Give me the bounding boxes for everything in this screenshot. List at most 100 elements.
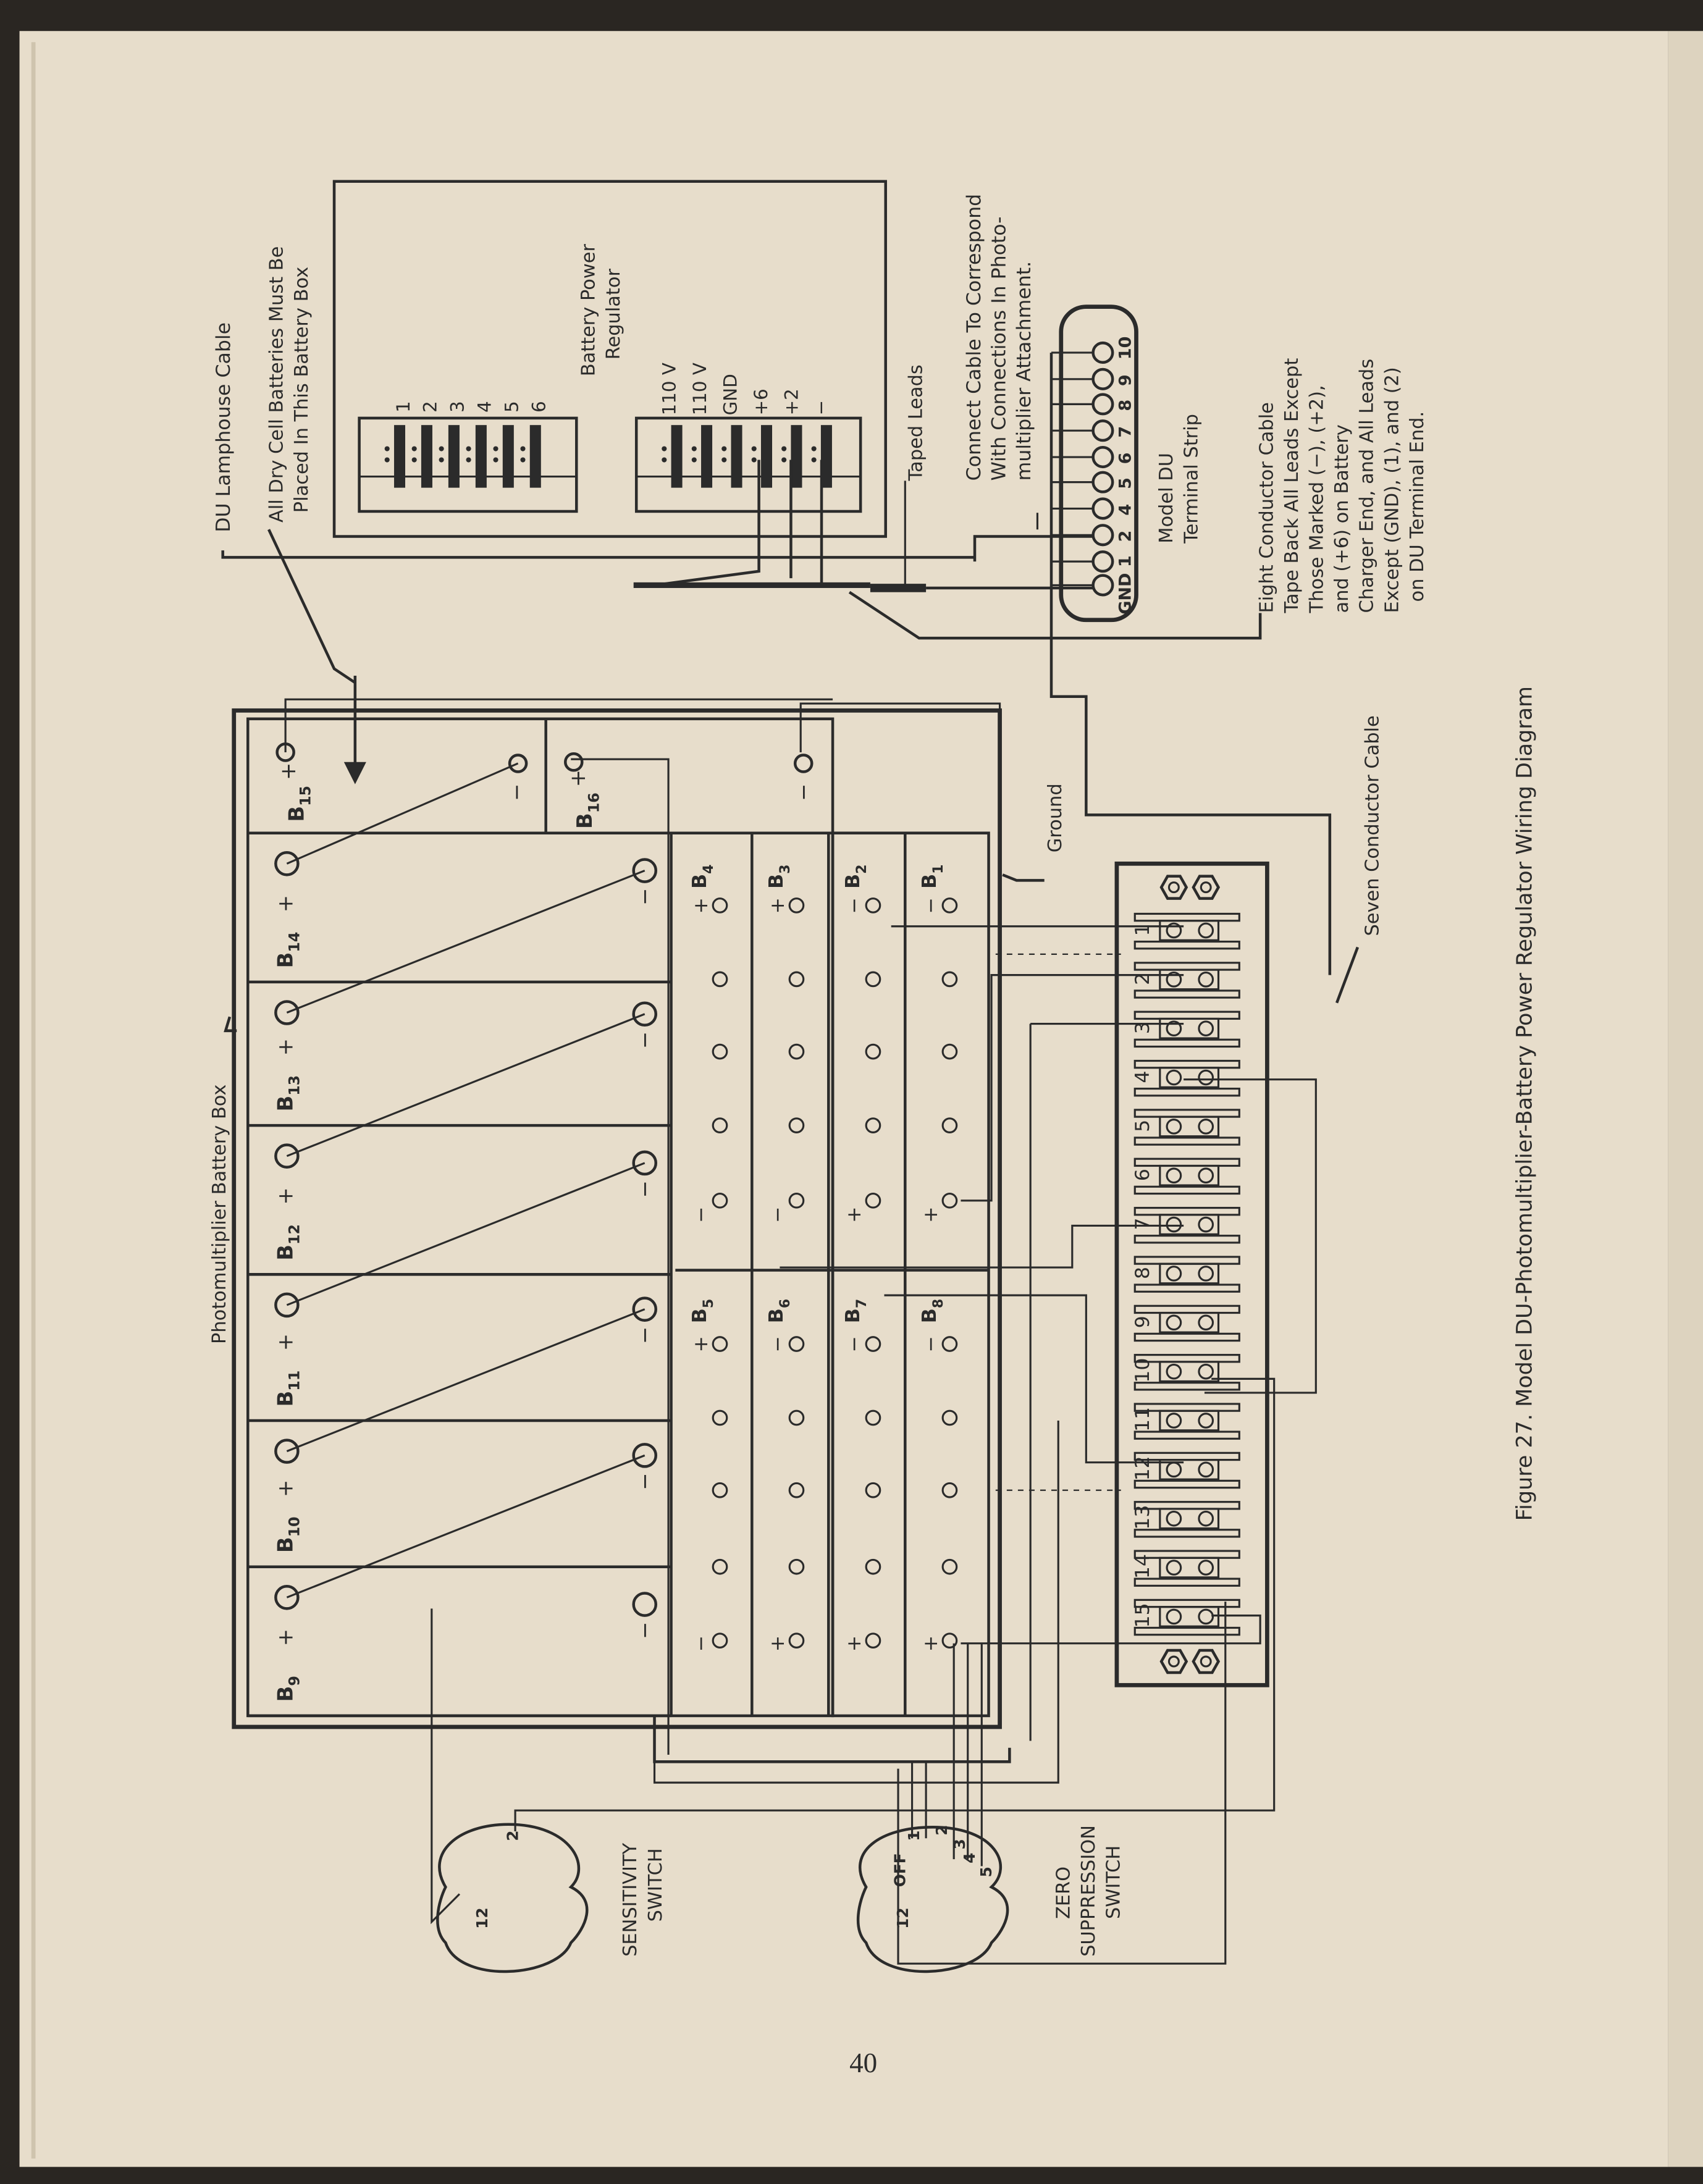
cell-contact <box>788 1409 805 1426</box>
cell-letter: B <box>273 952 297 968</box>
dry-cell-note-line-1: All Dry Cell Batteries Must Be <box>266 246 288 523</box>
cell-label: B3 <box>765 864 793 888</box>
cell-letter: B <box>273 1391 297 1407</box>
sensitivity-switch-label-1: SENSITIVITY <box>620 1842 641 1956</box>
zero-position-label: OFF <box>891 1853 909 1887</box>
screw-terminal <box>1198 1363 1214 1380</box>
cell-letter: B <box>765 1308 788 1323</box>
terminal-number: 4 <box>1132 1070 1154 1083</box>
cell-contact <box>865 897 881 914</box>
screw-terminal <box>1198 1461 1214 1478</box>
regulator-terminal-label: 2 <box>420 401 441 413</box>
eight-conductor-note-line: Tape Back All Leads Except <box>1281 358 1303 614</box>
eight-conductor-note-line: Those Marked (−), (+2), <box>1306 385 1328 613</box>
cell-contact <box>788 1558 805 1575</box>
cell-contact <box>941 1482 958 1498</box>
terminal-number: 14 <box>1132 1554 1154 1579</box>
cell-number: 1 <box>930 864 946 873</box>
cell-contact <box>941 897 958 914</box>
cell-contact <box>865 1632 881 1649</box>
cell-contact <box>865 1192 881 1209</box>
cell-letter: B <box>689 874 711 889</box>
regulator-terminal-label: 6 <box>529 401 550 413</box>
cell-letter: B <box>273 1686 297 1702</box>
connect-note-line-1: Connect Cable To Correspond <box>963 194 985 481</box>
cell-letter: B <box>273 1096 297 1112</box>
polarity-sign: − <box>843 897 865 914</box>
cell-number: 10 <box>286 1516 303 1537</box>
negative-terminal <box>632 1296 658 1322</box>
cell-contact <box>712 1632 728 1649</box>
screw-terminal <box>1166 972 1182 988</box>
screw-terminal <box>1166 1314 1182 1331</box>
cell-contact <box>941 971 958 988</box>
screw-terminal <box>1198 972 1214 988</box>
cell-contact <box>712 1043 728 1060</box>
terminal-number: 13 <box>1132 1505 1154 1530</box>
minus-sign: − <box>633 1622 657 1639</box>
cell-contact <box>865 1409 881 1426</box>
mounting-screw-icon <box>1192 875 1221 900</box>
battery-box-label: Photomultiplier Battery Box <box>209 1085 230 1344</box>
zero-suppression-switch <box>856 1826 1009 1973</box>
plus-sign: + <box>566 770 590 787</box>
minus-sign: − <box>505 784 529 801</box>
cell-letter: B <box>689 1308 711 1323</box>
polarity-sign: + <box>767 1636 789 1652</box>
terminal-number: 3 <box>1132 1022 1154 1034</box>
next-page-edge <box>1668 31 1703 2167</box>
cell-label-b15: B15 <box>284 786 314 822</box>
polarity-sign: − <box>767 1336 789 1352</box>
screw-terminal <box>1166 1167 1182 1184</box>
connect-note-line-3: multiplier Attachment. <box>1013 261 1035 481</box>
cell-number: 15 <box>297 786 314 806</box>
polarity-sign: + <box>690 897 712 914</box>
polarity-sign: + <box>843 1206 865 1222</box>
negative-terminal <box>632 858 658 883</box>
screw-terminal <box>1166 1560 1182 1576</box>
cell-number: 11 <box>286 1371 303 1391</box>
cell-number: 9 <box>286 1676 303 1686</box>
regulator-output-label: +6 <box>751 388 772 415</box>
positive-terminal <box>274 1143 300 1169</box>
negative-terminal <box>632 1443 658 1468</box>
screw-terminal <box>1198 1069 1214 1086</box>
cell-number: 14 <box>286 932 303 952</box>
zero-suppression-label-2: SUPPRESSION <box>1078 1825 1100 1957</box>
cell-label: B1 <box>919 864 946 888</box>
cell-letter: B <box>842 1308 864 1323</box>
screw-terminal <box>1166 922 1182 939</box>
cell-number: 8 <box>930 1299 946 1308</box>
du-pin-label: 4 <box>1116 504 1135 516</box>
cell-letter: B <box>573 813 597 829</box>
connect-note-line-2: With Connections In Photo- <box>988 216 1011 481</box>
zero-position-label: 1 <box>905 1831 923 1841</box>
cell-contact <box>788 897 805 914</box>
du-pin-label: 8 <box>1116 400 1135 411</box>
cell-contact <box>712 971 728 988</box>
polarity-sign: + <box>690 1336 712 1352</box>
cell-contact <box>788 1482 805 1498</box>
cell-label: B10 <box>273 1516 303 1553</box>
du-pin-label: 6 <box>1116 452 1135 464</box>
cell-letter: B <box>919 874 941 889</box>
screw-terminal <box>1166 1266 1182 1282</box>
mounting-screw-icon <box>1159 1648 1188 1674</box>
box-wiring <box>224 529 1360 1965</box>
cell-contact <box>788 1192 805 1209</box>
cell-label: B8 <box>919 1299 946 1323</box>
regulator-output-label: − <box>810 400 831 416</box>
eight-conductor-note-line: on DU Terminal End. <box>1407 411 1428 602</box>
du-pin-label: 7 <box>1116 426 1135 438</box>
screw-terminal <box>1198 1119 1214 1135</box>
cell-contact <box>788 971 805 988</box>
du-pin-label: 9 <box>1116 374 1135 386</box>
polarity-sign: + <box>843 1636 865 1652</box>
screw-terminal <box>1198 1560 1214 1576</box>
cell-contact <box>712 1192 728 1209</box>
cell-contact <box>788 1632 805 1649</box>
page-number: 40 <box>849 2048 877 2078</box>
terminal-number: 9 <box>1132 1316 1154 1328</box>
cell-label: B11 <box>273 1371 303 1407</box>
zero-suppression-label-1: ZERO <box>1053 1867 1074 1919</box>
